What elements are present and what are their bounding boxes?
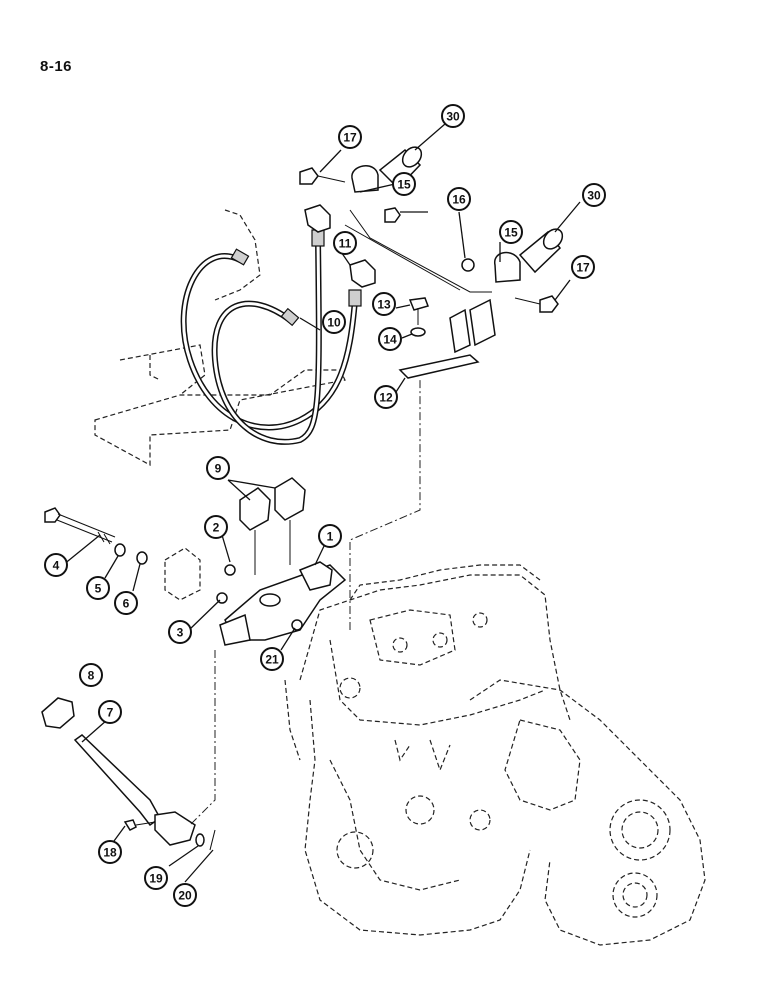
callout-number: 9 bbox=[215, 462, 222, 476]
callout-c14: 14 bbox=[378, 327, 402, 351]
callout-c30a: 30 bbox=[441, 104, 465, 128]
frame-plate bbox=[94, 209, 346, 467]
callout-circle bbox=[374, 385, 398, 409]
callout-circle bbox=[571, 255, 595, 279]
callout-number: 10 bbox=[327, 316, 341, 330]
callout-circle bbox=[392, 172, 416, 196]
callout-circle bbox=[499, 220, 523, 244]
callout-number: 17 bbox=[576, 261, 590, 275]
callout-number: 16 bbox=[452, 193, 466, 207]
callout-circle bbox=[173, 883, 197, 907]
callout-number: 8 bbox=[88, 669, 95, 683]
callout-circle bbox=[44, 553, 68, 577]
callout-number: 15 bbox=[397, 178, 411, 192]
callout-c6: 6 bbox=[114, 591, 138, 615]
callout-number: 5 bbox=[95, 582, 102, 596]
callout-labels: 1234567891011121314151516171718192021303… bbox=[44, 104, 606, 907]
callout-c8: 8 bbox=[79, 663, 103, 687]
engine-phantom-outline bbox=[284, 564, 706, 946]
callout-c19: 19 bbox=[144, 866, 168, 890]
valve-mount-hardware bbox=[44, 507, 201, 601]
callout-circle bbox=[372, 292, 396, 316]
callout-number: 17 bbox=[343, 131, 357, 145]
callout-c16: 16 bbox=[447, 187, 471, 211]
callout-number: 19 bbox=[149, 872, 163, 886]
mounting-bracket bbox=[344, 209, 496, 379]
callout-c15a: 15 bbox=[392, 172, 416, 196]
callout-number: 1 bbox=[327, 530, 334, 544]
page-number: 8-16 bbox=[40, 58, 73, 75]
callout-c7: 7 bbox=[98, 700, 122, 724]
callout-c17a: 17 bbox=[338, 125, 362, 149]
callout-c13: 13 bbox=[372, 292, 396, 316]
callout-number: 20 bbox=[178, 889, 192, 903]
hydraulic-hoses bbox=[180, 229, 362, 445]
callout-number: 14 bbox=[383, 333, 397, 347]
callout-number: 30 bbox=[587, 189, 601, 203]
callout-number: 12 bbox=[379, 391, 393, 405]
callout-c3: 3 bbox=[168, 620, 192, 644]
callout-c10: 10 bbox=[322, 310, 346, 334]
callout-number: 3 bbox=[177, 626, 184, 640]
callout-circle bbox=[582, 183, 606, 207]
elbow-fittings bbox=[304, 204, 376, 288]
callout-circle bbox=[447, 187, 471, 211]
callout-c5: 5 bbox=[86, 576, 110, 600]
callout-c1: 1 bbox=[318, 524, 342, 548]
callout-c15b: 15 bbox=[499, 220, 523, 244]
callout-c17b: 17 bbox=[571, 255, 595, 279]
callout-circle bbox=[333, 231, 357, 255]
callout-number: 11 bbox=[339, 237, 352, 251]
callout-number: 4 bbox=[53, 559, 60, 573]
callout-circle bbox=[114, 591, 138, 615]
callout-circle bbox=[322, 310, 346, 334]
callout-circle bbox=[86, 576, 110, 600]
control-lever bbox=[41, 380, 421, 851]
callout-number: 13 bbox=[377, 298, 391, 312]
callout-c21: 21 bbox=[260, 647, 284, 671]
callout-c18: 18 bbox=[98, 840, 122, 864]
callout-circle bbox=[318, 524, 342, 548]
callout-circle bbox=[378, 327, 402, 351]
leader-lines bbox=[62, 123, 581, 883]
callout-circle bbox=[260, 647, 284, 671]
callout-circle bbox=[204, 515, 228, 539]
callout-circle bbox=[98, 700, 122, 724]
callout-number: 18 bbox=[103, 846, 117, 860]
callout-c12: 12 bbox=[374, 385, 398, 409]
callout-number: 2 bbox=[213, 521, 220, 535]
callout-circle bbox=[206, 456, 230, 480]
callout-number: 15 bbox=[504, 226, 518, 240]
callout-c11: 11 bbox=[333, 231, 357, 255]
callout-number: 30 bbox=[446, 110, 460, 124]
callout-number: 21 bbox=[265, 653, 279, 667]
callout-circle bbox=[79, 663, 103, 687]
callout-number: 6 bbox=[123, 597, 130, 611]
callout-circle bbox=[441, 104, 465, 128]
callout-c9: 9 bbox=[206, 456, 230, 480]
callout-number: 7 bbox=[107, 706, 114, 720]
callout-c4: 4 bbox=[44, 553, 68, 577]
control-valve bbox=[216, 477, 347, 646]
callout-circle bbox=[168, 620, 192, 644]
callout-circle bbox=[98, 840, 122, 864]
callout-c30b: 30 bbox=[582, 183, 606, 207]
callout-c2: 2 bbox=[204, 515, 228, 539]
callout-circle bbox=[338, 125, 362, 149]
callout-c20: 20 bbox=[173, 883, 197, 907]
clamp-hardware bbox=[299, 146, 564, 313]
callout-circle bbox=[144, 866, 168, 890]
